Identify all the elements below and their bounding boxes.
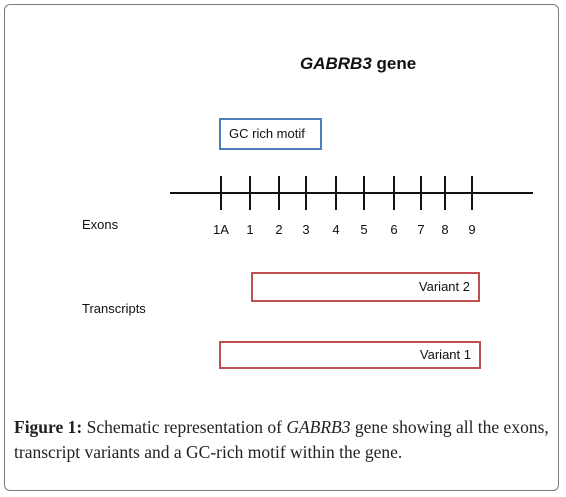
title-suffix: gene — [376, 54, 417, 73]
exon-label-9: 9 — [468, 222, 476, 237]
caption-figure-number: Figure 1: — [14, 417, 83, 437]
figure-caption: Figure 1: Schematic representation of GA… — [14, 415, 554, 465]
gene-name: GABRB3 — [300, 54, 372, 73]
caption-gene: GABRB3 — [286, 417, 351, 437]
exon-label-4: 4 — [332, 222, 340, 237]
transcripts-row-label: Transcripts — [82, 301, 146, 316]
variant-1-box: Variant 1 — [219, 341, 481, 369]
caption-text-after: gene showing all the exons, transcript v… — [14, 417, 549, 462]
exons-row-label: Exons — [82, 217, 119, 232]
exon-label-6: 6 — [390, 222, 398, 237]
exon-label-1: 1 — [246, 222, 254, 237]
exon-label-5: 5 — [360, 222, 368, 237]
figure-frame — [4, 4, 559, 491]
exon-label-7: 7 — [417, 222, 425, 237]
exon-label-1a: 1A — [213, 222, 229, 237]
caption-text-before: Schematic representation of — [86, 417, 282, 437]
exon-label-8: 8 — [441, 222, 449, 237]
variant-2-box: Variant 2 — [251, 272, 480, 302]
diagram-title: GABRB3 gene — [300, 54, 416, 74]
exon-ticks — [220, 176, 473, 210]
gc-rich-motif-box: GC rich motif — [219, 118, 322, 150]
exon-label-3: 3 — [302, 222, 310, 237]
exon-label-2: 2 — [275, 222, 283, 237]
